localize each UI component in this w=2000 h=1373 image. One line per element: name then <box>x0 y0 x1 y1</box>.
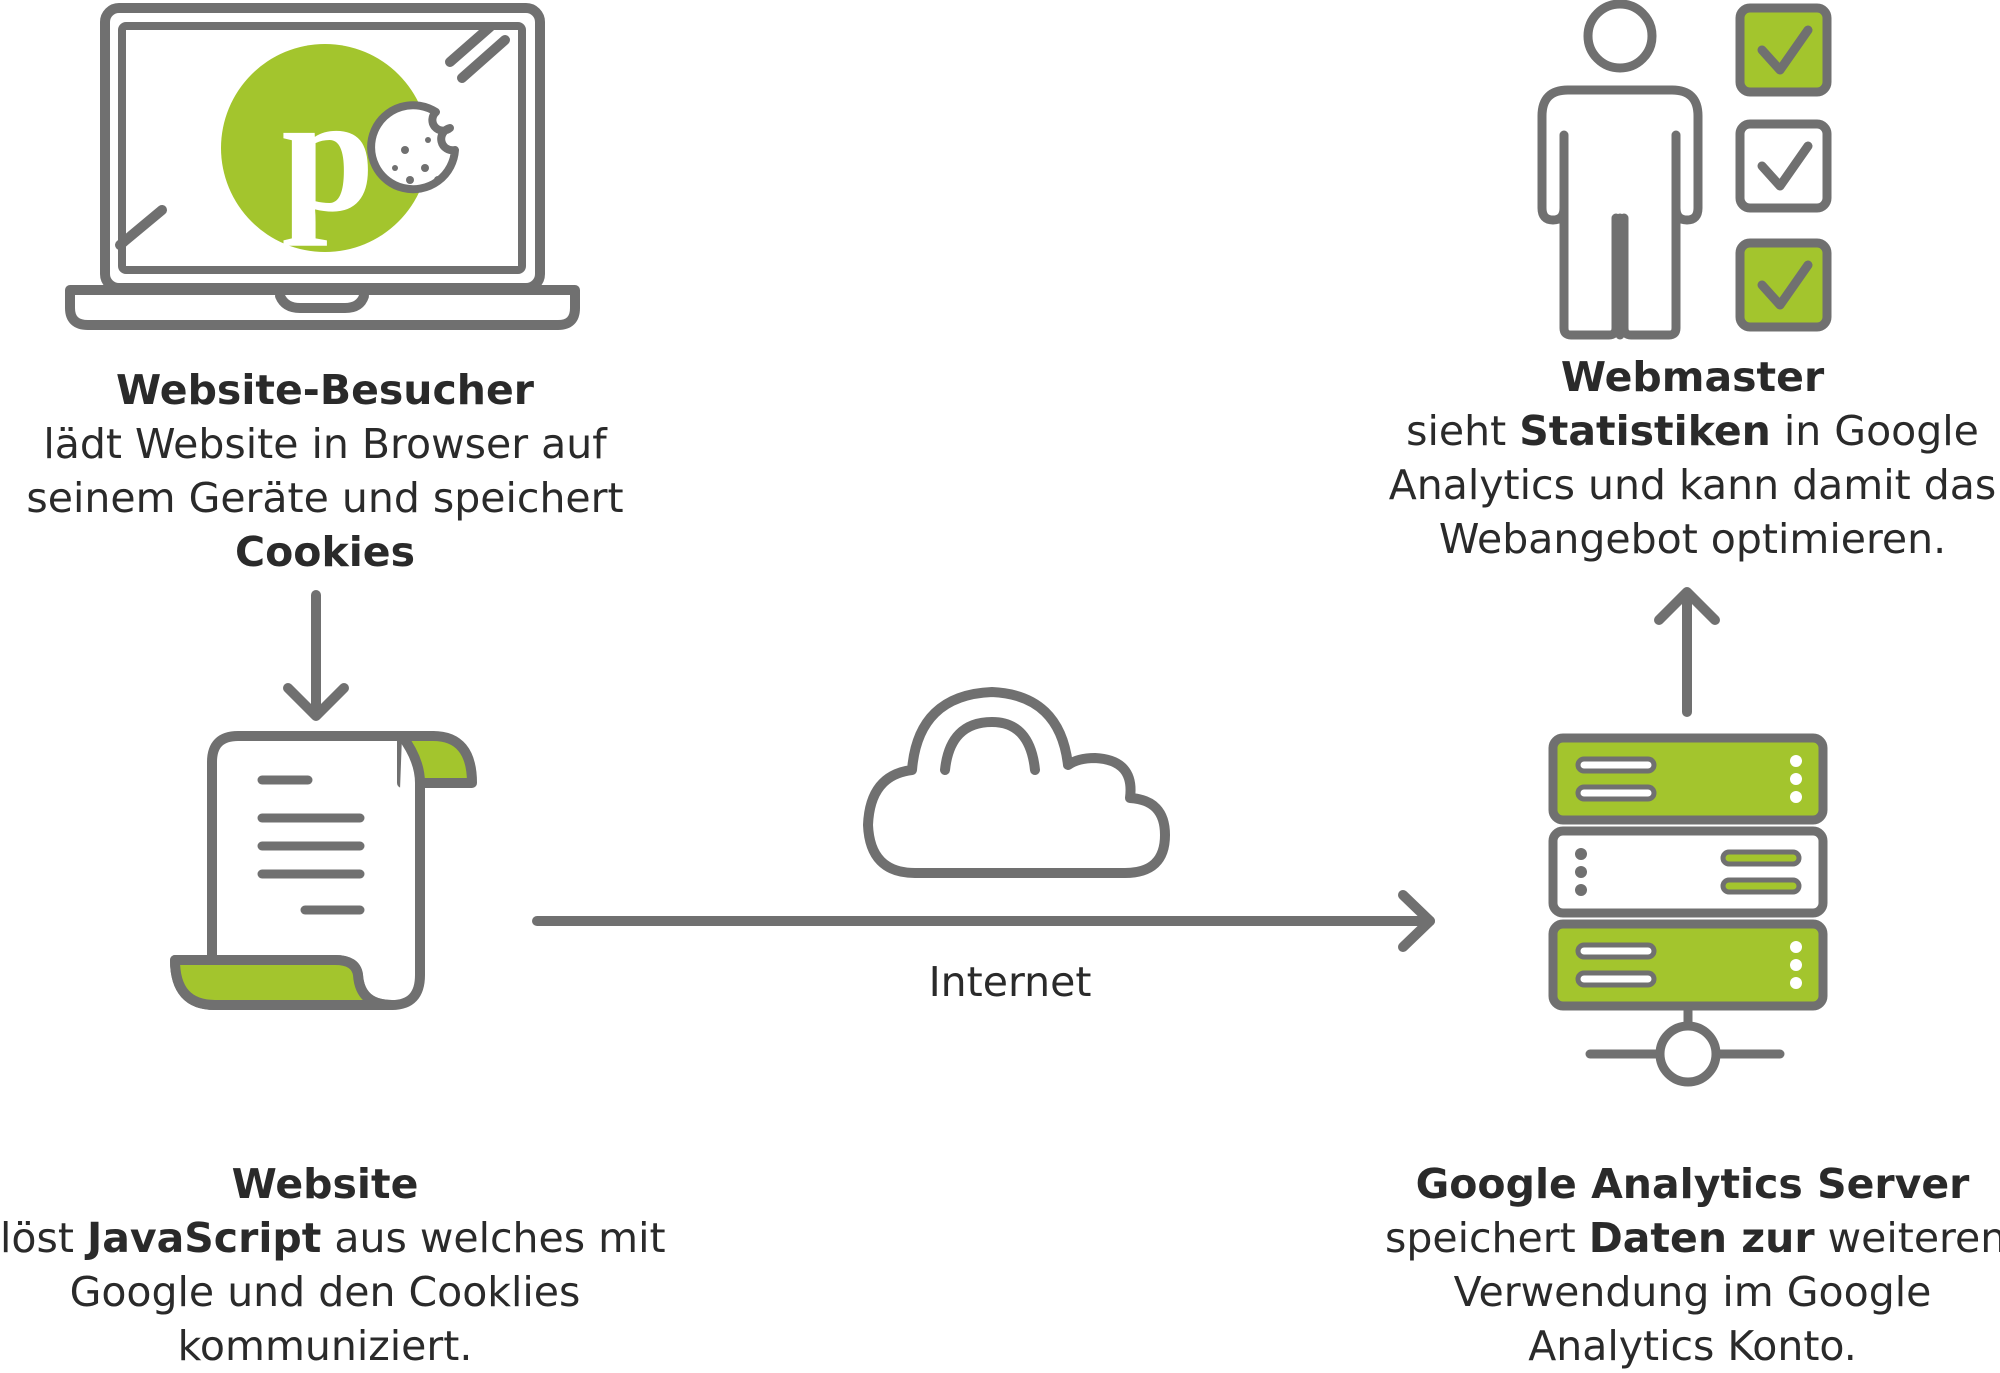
webmaster-caption: Webmaster sieht Statistiken in Google An… <box>1385 350 2000 566</box>
server-title: Google Analytics Server <box>1415 1160 1970 1208</box>
checkbox-2 <box>1735 119 1832 213</box>
visitor-caption: Website-Besucher lädt Website in Browser… <box>0 363 650 579</box>
website-line-3: kommuniziert. <box>177 1322 473 1370</box>
webmaster-line-1: sieht Statistiken in Google <box>1406 407 1979 455</box>
webmaster-line-3: Webangebot optimieren. <box>1438 515 1947 563</box>
document-scroll-icon <box>170 731 477 1010</box>
arrow-up-icon <box>1654 587 1720 717</box>
website-caption: Website löst JavaScript aus welches mit … <box>0 1157 666 1373</box>
checklist-icon <box>1735 3 1832 332</box>
cloud-icon <box>863 687 1170 878</box>
server-line-3: Analytics Konto. <box>1528 1322 1857 1370</box>
visitor-line-1: lädt Website in Browser auf <box>43 420 607 468</box>
visitor-title: Website-Besucher <box>116 366 534 414</box>
webmaster-line-2: Analytics und kann damit das <box>1388 461 1997 509</box>
server-caption: Google Analytics Server speichert Daten … <box>1385 1157 2000 1373</box>
internet-arrow <box>532 890 1435 952</box>
logo-letter: p <box>281 61 374 247</box>
visitor-line-2: seinem Geräte und speichert <box>26 474 624 522</box>
person-icon <box>1537 0 1703 340</box>
laptop-icon <box>65 3 580 330</box>
website-logo: p <box>221 44 429 252</box>
arrow-down-icon <box>283 590 349 721</box>
checkbox-3 <box>1735 238 1832 332</box>
server-icon <box>1548 733 1828 1087</box>
website-line-2: Google und den Cooklies <box>69 1268 581 1316</box>
website-line-1: löst JavaScript aus welches mit <box>0 1214 666 1262</box>
cookie-icon <box>367 101 459 194</box>
server-line-1: speichert Daten zur weiteren <box>1385 1214 2000 1262</box>
checkbox-1 <box>1735 3 1832 97</box>
visitor-line-3: Cookies <box>235 528 415 576</box>
webmaster-title: Webmaster <box>1560 353 1825 401</box>
server-line-2: Verwendung im Google <box>1453 1268 1932 1316</box>
website-title: Website <box>231 1160 419 1208</box>
internet-label: Internet <box>928 958 1092 1006</box>
